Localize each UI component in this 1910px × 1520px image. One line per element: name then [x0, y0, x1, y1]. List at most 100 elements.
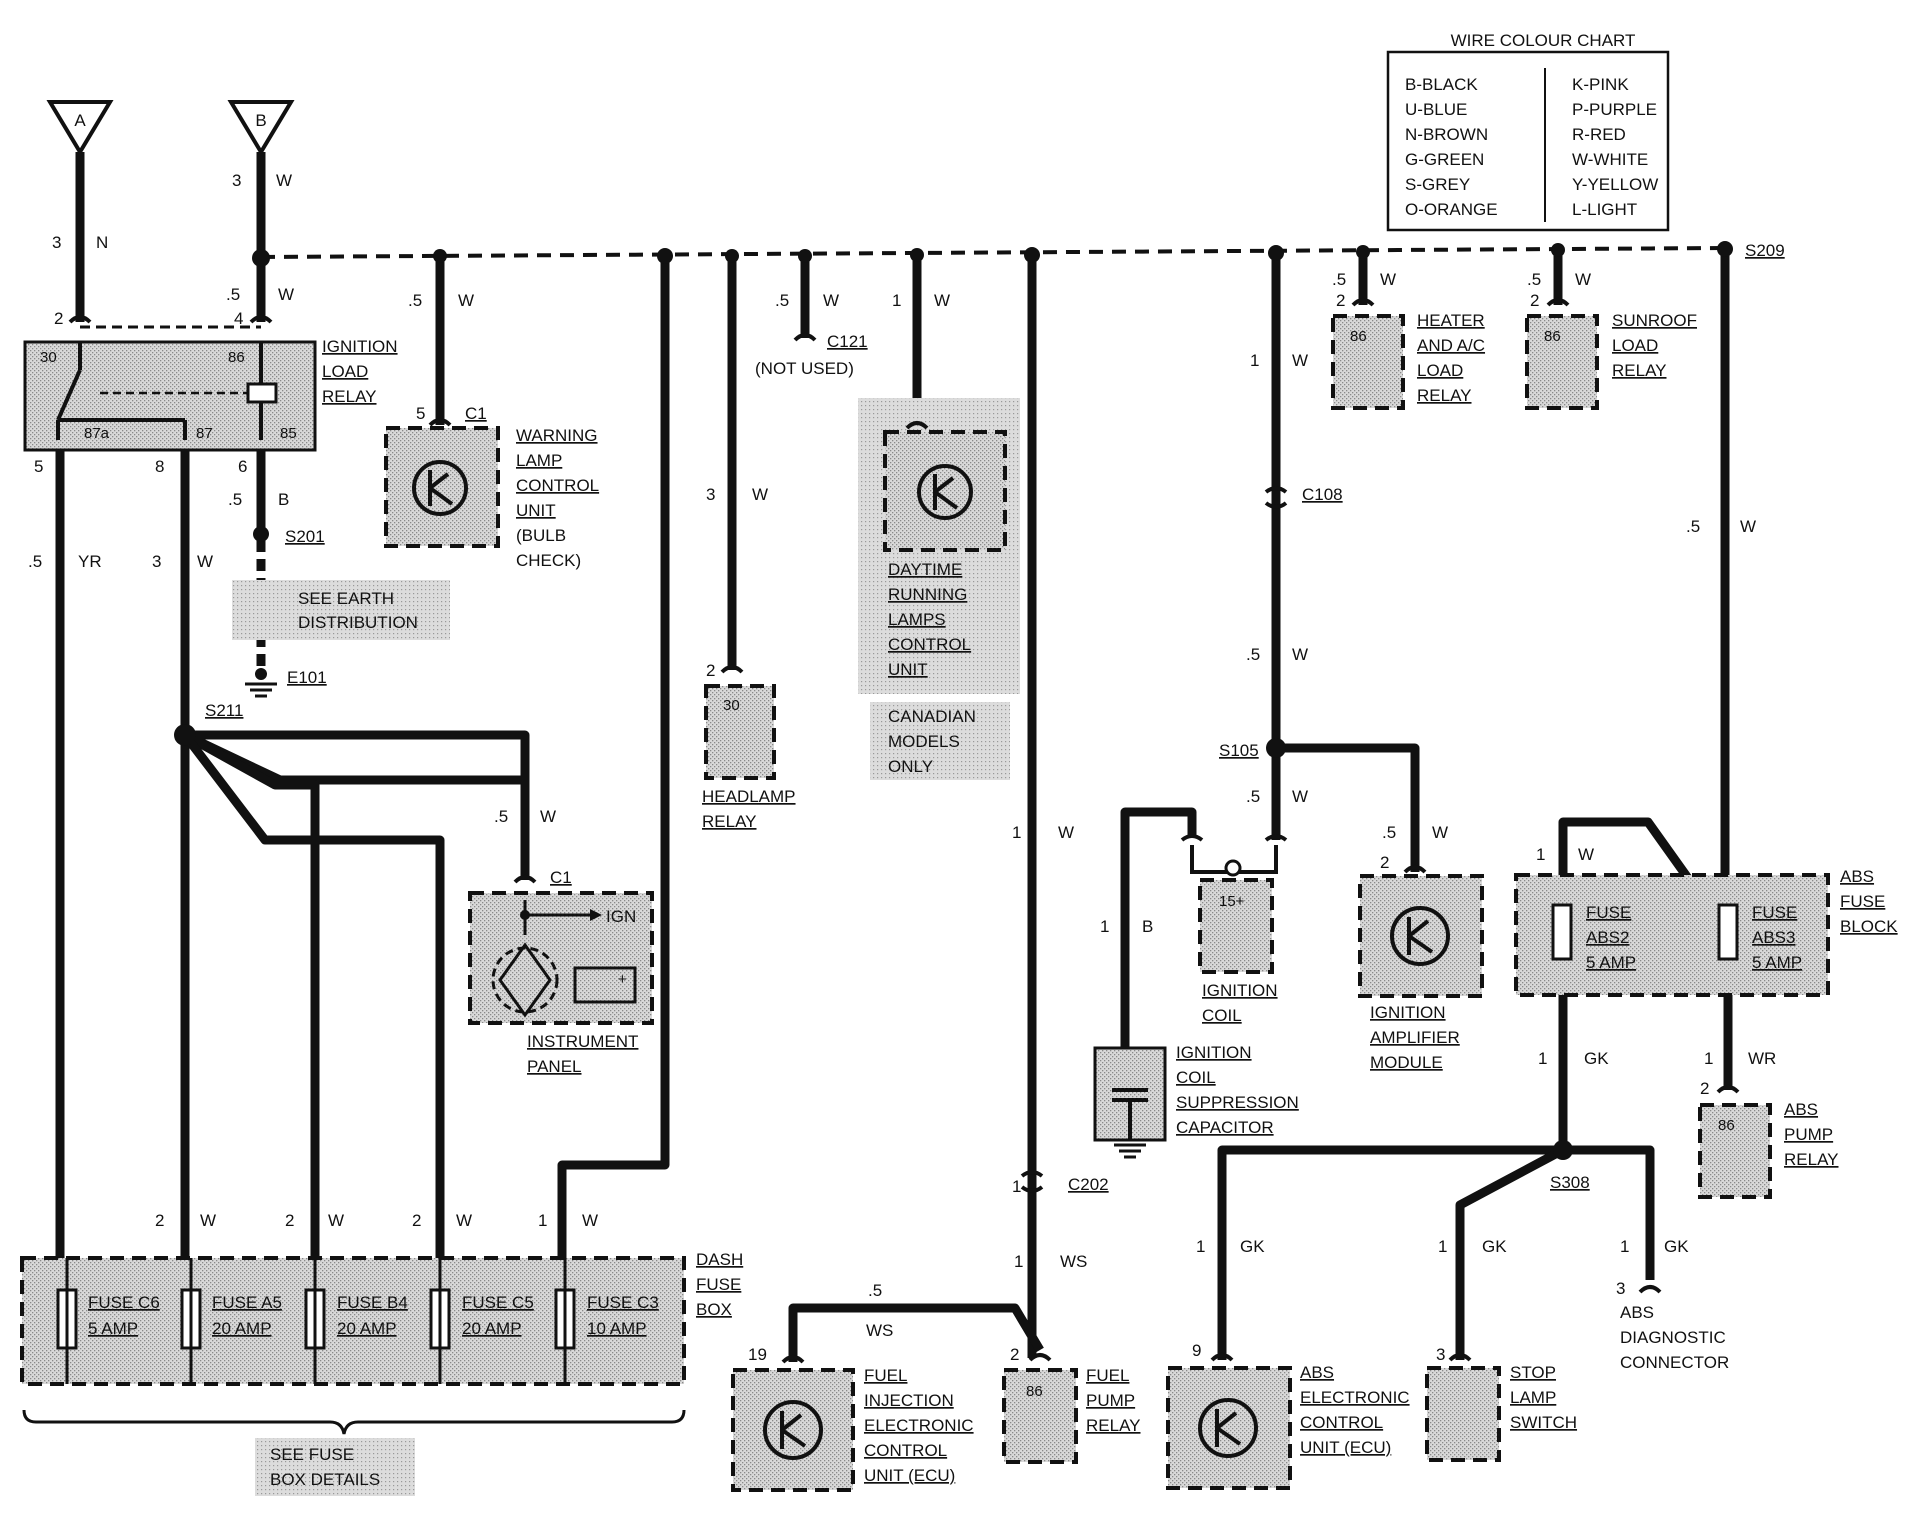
- svg-text:6: 6: [238, 457, 247, 476]
- heater-ac-load-relay: 86 HEATER AND A/C LOAD RELAY: [1331, 311, 1485, 410]
- svg-text:IGNITION: IGNITION: [1370, 1003, 1446, 1022]
- fuel-injection-ecu: FUEL INJECTION ELECTRONIC CONTROL UNIT (…: [731, 1366, 974, 1492]
- svg-text:C1: C1: [550, 868, 572, 887]
- svg-text:DISTRIBUTION: DISTRIBUTION: [298, 613, 418, 632]
- svg-text:ONLY: ONLY: [888, 757, 933, 776]
- svg-text:8: 8: [155, 457, 164, 476]
- svg-text:2: 2: [1380, 853, 1389, 872]
- svg-text:WARNING: WARNING: [516, 426, 598, 445]
- connector-a: A: [46, 100, 114, 156]
- svg-text:1: 1: [1012, 823, 1021, 842]
- svg-text:RUNNING: RUNNING: [888, 585, 967, 604]
- earth-note: SEE EARTH DISTRIBUTION: [232, 580, 450, 640]
- svg-text:INJECTION: INJECTION: [864, 1391, 954, 1410]
- svg-text:PUMP: PUMP: [1784, 1125, 1833, 1144]
- svg-text:RELAY: RELAY: [1612, 361, 1667, 380]
- svg-text:FUEL: FUEL: [1086, 1366, 1129, 1385]
- svg-text:.5: .5: [226, 285, 240, 304]
- svg-text:.5: .5: [868, 1281, 882, 1300]
- svg-text:.5: .5: [1332, 270, 1346, 289]
- svg-text:CANADIAN: CANADIAN: [888, 707, 976, 726]
- daytime-running-lamps-unit: DAYTIME RUNNING LAMPS CONTROL UNIT CANAD…: [858, 398, 1020, 780]
- svg-text:W: W: [582, 1211, 598, 1230]
- svg-text:IGN: IGN: [606, 907, 636, 926]
- svg-text:UNIT (ECU): UNIT (ECU): [1300, 1438, 1391, 1457]
- svg-text:1: 1: [1250, 351, 1259, 370]
- svg-text:LOAD: LOAD: [1612, 336, 1658, 355]
- svg-text:W: W: [456, 1211, 472, 1230]
- svg-text:SEE EARTH: SEE EARTH: [298, 589, 394, 608]
- svg-text:FUSE C6: FUSE C6: [88, 1293, 160, 1312]
- svg-text:86: 86: [1544, 328, 1561, 345]
- svg-text:W: W: [540, 807, 556, 826]
- svg-text:2: 2: [1530, 291, 1539, 310]
- abs-pump-relay: 86 ABS PUMP RELAY: [1698, 1100, 1839, 1199]
- svg-text:RELAY: RELAY: [1417, 386, 1472, 405]
- wire-labels: 3 N 3 W 2 4 .5 W 5 8 6 .5 B .5 YR 3 W S2…: [28, 171, 1785, 1364]
- svg-text:FUSE C5: FUSE C5: [462, 1293, 534, 1312]
- svg-text:W: W: [1058, 823, 1074, 842]
- svg-text:1: 1: [1100, 917, 1109, 936]
- svg-text:S211: S211: [205, 701, 243, 720]
- svg-text:C202: C202: [1068, 1175, 1109, 1194]
- svg-text:.5: .5: [408, 291, 422, 310]
- svg-text:LOAD: LOAD: [322, 362, 368, 381]
- svg-text:9: 9: [1192, 1341, 1201, 1360]
- svg-text:S201: S201: [285, 527, 325, 546]
- stop-lamp-switch: STOP LAMP SWITCH: [1425, 1363, 1577, 1462]
- svg-text:.5: .5: [1246, 645, 1260, 664]
- svg-text:UNIT (ECU): UNIT (ECU): [864, 1466, 955, 1485]
- svg-text:30: 30: [723, 697, 740, 714]
- legend-item: Y-YELLOW: [1572, 175, 1658, 194]
- svg-text:BOX DETAILS: BOX DETAILS: [270, 1470, 380, 1489]
- svg-text:.5: .5: [228, 490, 242, 509]
- inline-connectors: C108 C202: [1020, 485, 1343, 1194]
- svg-text:UNIT: UNIT: [888, 660, 928, 679]
- svg-text:FUSE B4: FUSE B4: [337, 1293, 408, 1312]
- svg-text:LAMP: LAMP: [516, 451, 562, 470]
- svg-text:.5: .5: [1527, 270, 1541, 289]
- svg-text:.5: .5: [1382, 823, 1396, 842]
- svg-text:20 AMP: 20 AMP: [212, 1319, 272, 1338]
- svg-text:W: W: [1740, 517, 1756, 536]
- svg-text:4: 4: [234, 309, 243, 328]
- svg-text:SEE FUSE: SEE FUSE: [270, 1445, 354, 1464]
- svg-text:B: B: [255, 111, 266, 130]
- svg-text:W: W: [934, 291, 950, 310]
- svg-text:W: W: [1380, 270, 1396, 289]
- ignition-coil-suppression-capacitor: IGNITION COIL SUPPRESSION CAPACITOR: [1093, 1043, 1299, 1159]
- svg-text:ELECTRONIC: ELECTRONIC: [1300, 1388, 1410, 1407]
- svg-text:MODULE: MODULE: [1370, 1053, 1443, 1072]
- svg-text:1: 1: [1536, 845, 1545, 864]
- svg-text:STOP: STOP: [1510, 1363, 1556, 1382]
- svg-text:FUSE C3: FUSE C3: [587, 1293, 659, 1312]
- svg-text:MODELS: MODELS: [888, 732, 960, 751]
- svg-text:ABS: ABS: [1784, 1100, 1818, 1119]
- svg-text:ABS2: ABS2: [1586, 928, 1629, 947]
- svg-text:SUPPRESSION: SUPPRESSION: [1176, 1093, 1299, 1112]
- svg-text:5 AMP: 5 AMP: [1752, 953, 1802, 972]
- legend-item: W-WHITE: [1572, 150, 1648, 169]
- wires: [55, 152, 1733, 1362]
- svg-text:2: 2: [155, 1211, 164, 1230]
- svg-text:FUSE: FUSE: [1586, 903, 1631, 922]
- svg-text:HEADLAMP: HEADLAMP: [702, 787, 796, 806]
- svg-text:(BULB: (BULB: [516, 526, 566, 545]
- svg-text:COIL: COIL: [1176, 1068, 1216, 1087]
- svg-text:.5: .5: [1246, 787, 1260, 806]
- connector-b: B: [227, 100, 295, 156]
- svg-text:2: 2: [1010, 1345, 1019, 1364]
- wire-colour-chart: WIRE COLOUR CHART B-BLACK U-BLUE N-BROWN…: [1386, 31, 1670, 232]
- svg-text:CONTROL: CONTROL: [864, 1441, 947, 1460]
- svg-text:B: B: [278, 490, 289, 509]
- svg-text:W: W: [197, 552, 213, 571]
- legend-item: N-BROWN: [1405, 125, 1488, 144]
- svg-text:3: 3: [232, 171, 241, 190]
- svg-text:W: W: [1575, 270, 1591, 289]
- pin-hooks: [68, 298, 1740, 1364]
- svg-text:W: W: [328, 1211, 344, 1230]
- svg-text:ABS: ABS: [1300, 1363, 1334, 1382]
- svg-text:AND A/C: AND A/C: [1417, 336, 1485, 355]
- svg-text:CAPACITOR: CAPACITOR: [1176, 1118, 1274, 1137]
- svg-text:WS: WS: [1060, 1252, 1087, 1271]
